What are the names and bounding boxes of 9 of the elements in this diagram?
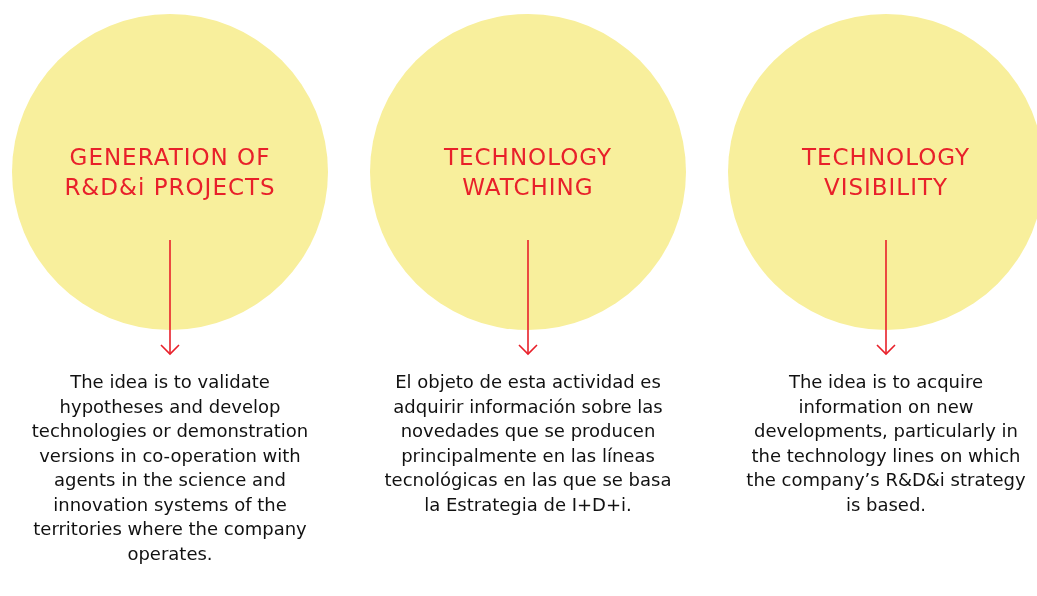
description-text: The idea is to validate hypotheses and develop technologies or demonstration versions in co-operation with agents in the science and innovation systems of the territories where the company operates. xyxy=(30,370,310,566)
circle-title: TECHNOLOGY WATCHING xyxy=(442,143,614,202)
circle-title: TECHNOLOGY VISIBILITY xyxy=(800,143,972,202)
arrow xyxy=(518,239,538,355)
arrow xyxy=(876,239,896,355)
circle-title: GENERATION OF R&D&i PROJECTS xyxy=(63,143,277,202)
arrow xyxy=(160,239,180,355)
description-text: El objeto de esta actividad es adquirir información sobre las novedades que se producen principalmente en las líneas tecnológicas en las que se basa la Estrategia de I+D+i. xyxy=(383,370,673,517)
description-text: The idea is to acquire information on new developments, particularly in the technology lines on which the company’s R&D&i strategy is based. xyxy=(745,370,1027,517)
